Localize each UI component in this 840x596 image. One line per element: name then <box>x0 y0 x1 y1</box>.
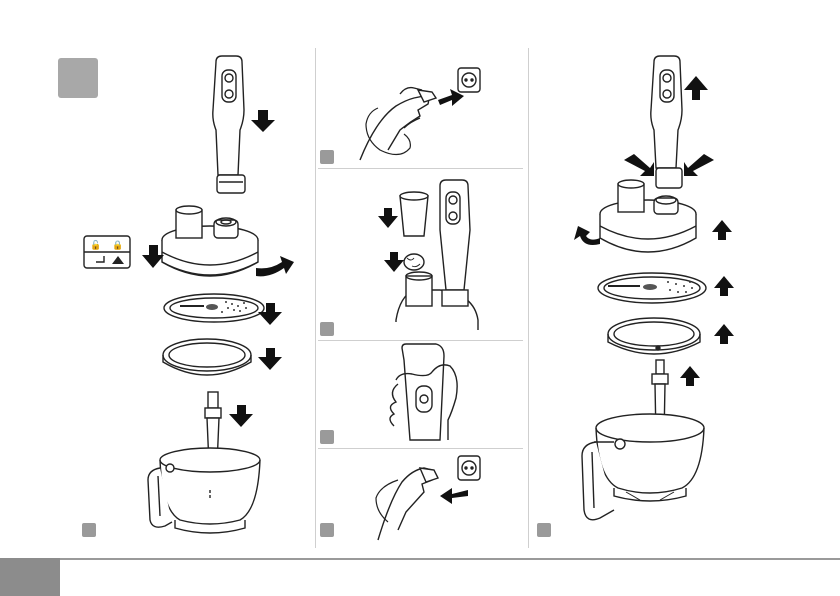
motor-unit-icon <box>213 56 245 193</box>
press-arrow-icon <box>684 154 714 176</box>
down-arrow-icon <box>258 348 282 370</box>
processor-bowl-icon <box>582 414 704 520</box>
disassembly-illustration <box>528 0 840 558</box>
assembly-illustration: 🔓 🔒 <box>0 0 315 558</box>
up-arrow-icon <box>714 324 734 344</box>
slicing-disc-icon <box>164 294 264 322</box>
hand-on-blender-icon <box>390 344 457 440</box>
up-arrow-icon <box>712 220 732 240</box>
motor-unit-icon <box>440 180 470 306</box>
up-arrow-icon <box>680 366 700 386</box>
wall-socket-icon <box>458 456 480 480</box>
svg-text:🔓: 🔓 <box>90 239 101 251</box>
down-arrow-icon <box>384 252 404 272</box>
processor-bowl-icon <box>148 448 260 533</box>
hand-with-plug-icon <box>360 88 436 160</box>
up-arrow-icon <box>714 276 734 296</box>
down-arrow-icon <box>229 405 253 427</box>
processor-lid-icon <box>600 180 696 252</box>
footer-rule <box>60 558 840 560</box>
rotate-arrow-icon <box>574 226 600 245</box>
up-arrow-icon <box>684 76 708 100</box>
seal-ring-icon <box>608 318 700 354</box>
slicing-disc-icon <box>598 273 706 303</box>
hand-pulling-plug-icon <box>376 468 438 540</box>
motor-unit-icon <box>651 56 682 188</box>
left-arrow-icon <box>440 488 468 504</box>
rotate-arrow-icon <box>256 256 294 276</box>
operation-illustration <box>315 0 528 558</box>
svg-text:🔒: 🔒 <box>112 240 123 251</box>
down-arrow-icon <box>142 245 164 268</box>
lock-unlock-symbols-icon: 🔓 🔒 <box>84 236 130 268</box>
press-arrow-icon <box>624 154 654 176</box>
down-arrow-icon <box>378 208 398 228</box>
down-arrow-icon <box>251 110 275 132</box>
footer-page-tab <box>0 558 60 596</box>
processor-lid-icon <box>162 206 258 276</box>
seal-ring-icon <box>163 339 251 375</box>
wall-socket-icon <box>458 68 480 92</box>
